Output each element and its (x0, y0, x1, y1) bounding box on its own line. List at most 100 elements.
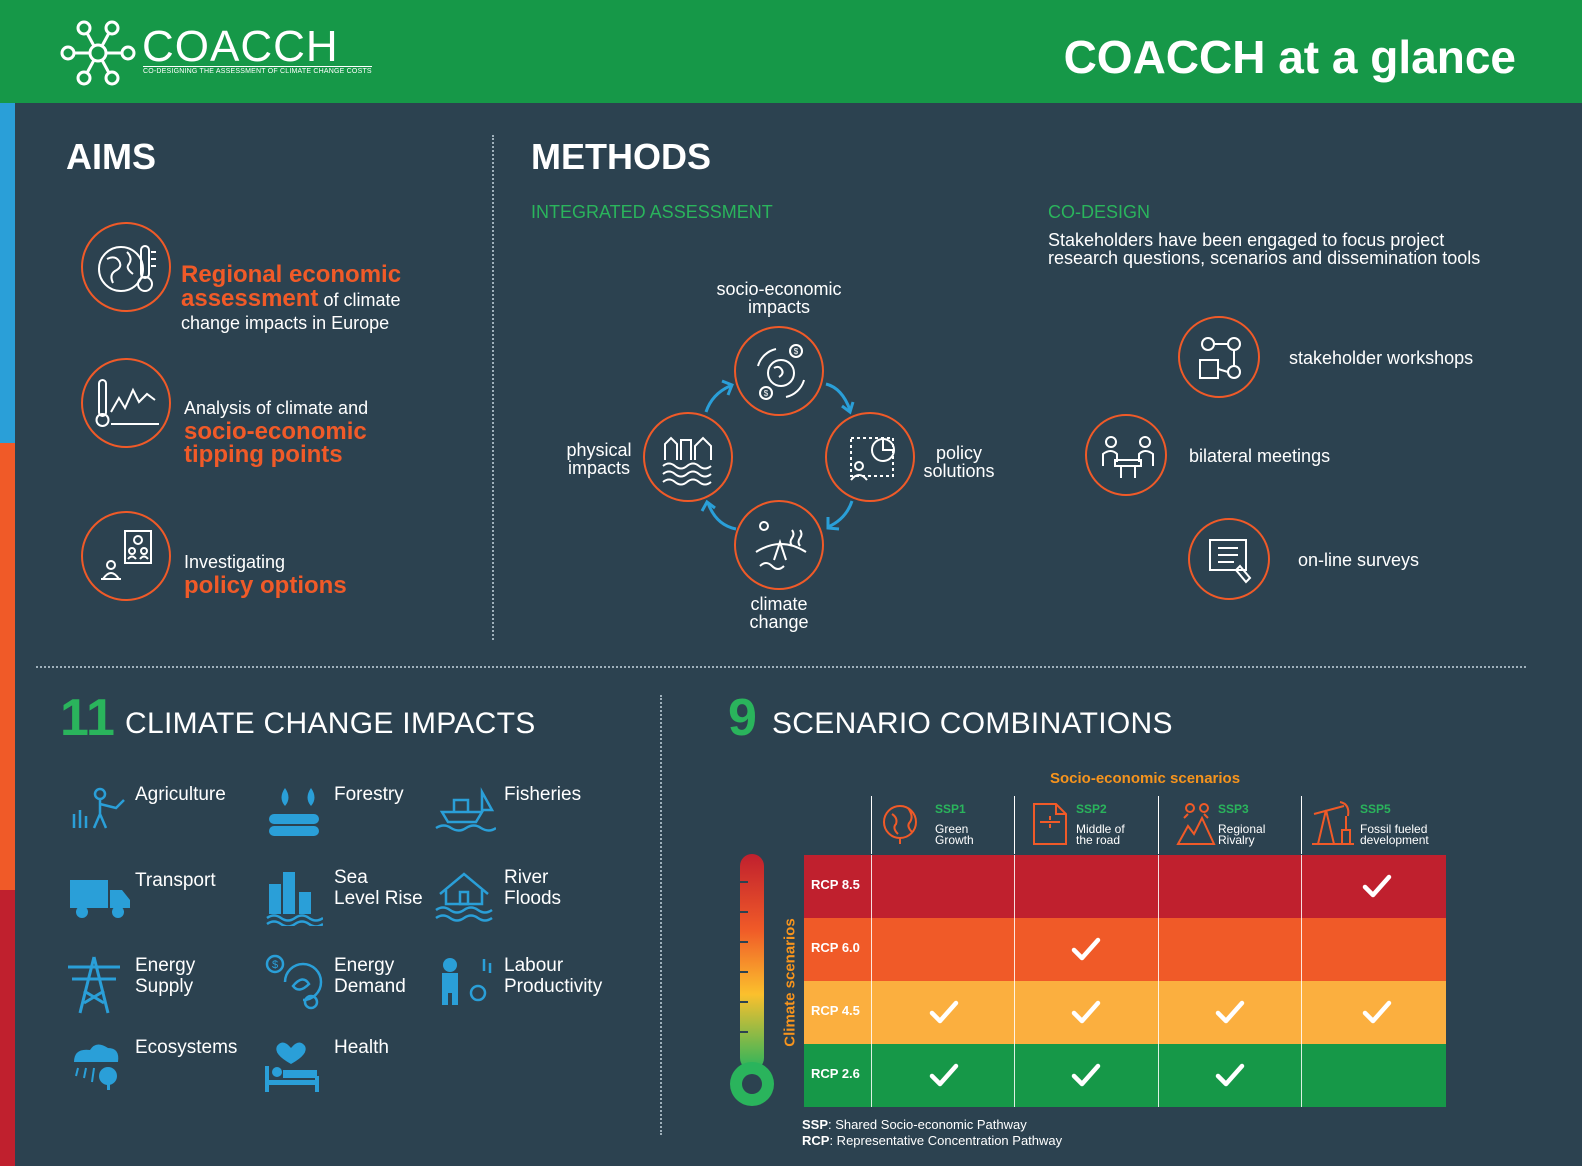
svg-text:$: $ (794, 347, 799, 356)
stripe-red (0, 890, 15, 1166)
coacch-logo-icon (58, 16, 138, 90)
fossil-pumpjack-icon (1310, 800, 1356, 846)
agriculture-icon (70, 784, 130, 832)
impact-energydemand-label2: Demand (334, 976, 406, 997)
policy-board-icon (101, 530, 152, 580)
legend-rcp-text: : Representative Concentration Pathway (829, 1133, 1063, 1148)
ssp3-name2: Rivalry (1218, 833, 1255, 847)
aim2-highlight-2: tipping points (184, 441, 343, 468)
node-top-line1: socio-economic (716, 279, 842, 299)
aim1-highlight-2: assessment (181, 285, 319, 312)
impact-forestry-label: Forestry (334, 784, 404, 805)
globe-thermometer-icon (98, 245, 156, 292)
labour-worker-icon (434, 955, 492, 1007)
check-icon (1071, 1000, 1101, 1024)
impact-health-label: Health (334, 1037, 389, 1058)
survey-checklist-icon (1209, 539, 1252, 584)
ecosystem-icon (68, 1038, 124, 1090)
node-bottom-line2: change (749, 612, 809, 632)
transport-truck-icon (68, 876, 132, 920)
check-icon (1071, 1063, 1101, 1087)
codesign-label-2: bilateral meetings (1189, 446, 1331, 466)
codesign-heading: CO-DESIGN (1048, 202, 1151, 222)
ssp2-name2: the road (1076, 833, 1121, 847)
ssp1-code: SSP1 (935, 802, 966, 816)
divider-impacts-scenarios (660, 695, 662, 1135)
impact-energysupply-label1: Energy (135, 955, 196, 976)
health-icon (263, 1036, 321, 1094)
scenarios-heading: SCENARIO COMBINATIONS (772, 707, 1173, 740)
node-right-line1: policy (935, 443, 983, 463)
legend-ssp-text: : Shared Socio-economic Pathway (828, 1117, 1027, 1132)
rcp-85-label: RCP 8.5 (811, 877, 860, 892)
node-right-line2: solutions (923, 461, 995, 481)
stripe-orange (0, 443, 15, 890)
middle-road-icon (1030, 800, 1070, 846)
node-bottom-line1: climate (750, 594, 808, 614)
forestry-icon (265, 784, 323, 840)
sea-level-rise-icon (265, 868, 324, 928)
energy-demand-icon: $ (263, 952, 325, 1014)
regional-rivalry-icon (1176, 800, 1216, 846)
rcp-row-26: RCP 2.6 (804, 1044, 1446, 1107)
svg-text:$: $ (764, 389, 769, 398)
integrated-heading: INTEGRATED ASSESSMENT (531, 202, 773, 222)
arrow-bottom-left (700, 497, 740, 537)
arrow-bottom-right (820, 497, 860, 537)
codesign-desc-1: Stakeholders have been engaged to focus … (1048, 230, 1445, 250)
river-flood-icon (434, 868, 496, 922)
check-icon (1362, 1000, 1392, 1024)
ssp1-name1: Green (935, 822, 969, 836)
codesign-label-1: stakeholder workshops (1289, 348, 1474, 368)
legend-ssp: SSP: Shared Socio-economic Pathway (802, 1117, 1027, 1132)
check-icon (929, 1063, 959, 1087)
legend-ssp-abbr: SSP (802, 1117, 829, 1132)
impact-energysupply-label2: Supply (135, 976, 194, 997)
impact-agriculture-label: Agriculture (135, 784, 226, 805)
impact-fisheries-label: Fisheries (504, 784, 582, 805)
physical-impacts-node (643, 412, 733, 502)
aim1-rest-2: change impacts in Europe (181, 313, 390, 333)
check-icon (1215, 1063, 1245, 1087)
aim3-highlight-1: policy options (184, 572, 347, 599)
ssp5-name1: Fossil fueled (1360, 822, 1428, 836)
page-title: COACCH at a glance (1063, 31, 1516, 83)
check-icon (1215, 1000, 1245, 1024)
impact-labour-label2: Productivity (504, 976, 603, 997)
header-col-sep-1 (871, 796, 872, 854)
aim-circle-1 (81, 222, 171, 312)
ssp2-code: SSP2 (1076, 802, 1107, 816)
aims-title: AIMS (66, 136, 156, 177)
logo-text: COACCH (142, 22, 339, 71)
ssp3-name1: Regional (1218, 822, 1266, 836)
arrow-top-right (822, 378, 862, 418)
logo-tagline: CO-DESIGNING THE ASSESSMENT OF CLIMATE C… (143, 66, 372, 75)
aim1-rest-1: of climate (318, 290, 401, 310)
stakeholder-network-icon (1199, 337, 1241, 379)
green-growth-icon (880, 800, 922, 846)
divider-aims-methods (492, 135, 494, 640)
climate-scenarios-title: Climate scenarios (781, 918, 799, 1047)
impact-river-label1: River (504, 867, 549, 888)
ssp5-code: SSP5 (1360, 802, 1391, 816)
impact-energydemand-label1: Energy (334, 955, 395, 976)
aim3-lead: Investigating (184, 552, 286, 572)
rcp-26-label: RCP 2.6 (811, 1066, 860, 1081)
divider-horizontal (36, 666, 1526, 668)
impacts-count: 11 (60, 689, 115, 747)
header-col-sep-4 (1301, 796, 1302, 854)
socio-economic-title: Socio-economic scenarios (1050, 770, 1241, 787)
policy-solutions-node (825, 412, 915, 502)
codesign-circle-3 (1188, 518, 1270, 600)
ssp1-name2: Growth (935, 833, 974, 847)
node-left-line1: physical (566, 440, 632, 460)
check-icon (929, 1000, 959, 1024)
methods-title: METHODS (531, 136, 711, 177)
node-left-line2: impacts (567, 458, 630, 478)
rcp-row-85: RCP 8.5 (804, 855, 1446, 918)
aim-circle-3 (81, 511, 171, 601)
legend-rcp: RCP: Representative Concentration Pathwa… (802, 1133, 1062, 1148)
codesign-circle-2 (1085, 414, 1167, 496)
policy-solutions-icon (850, 437, 895, 481)
energy-pylon-icon (64, 955, 124, 1015)
